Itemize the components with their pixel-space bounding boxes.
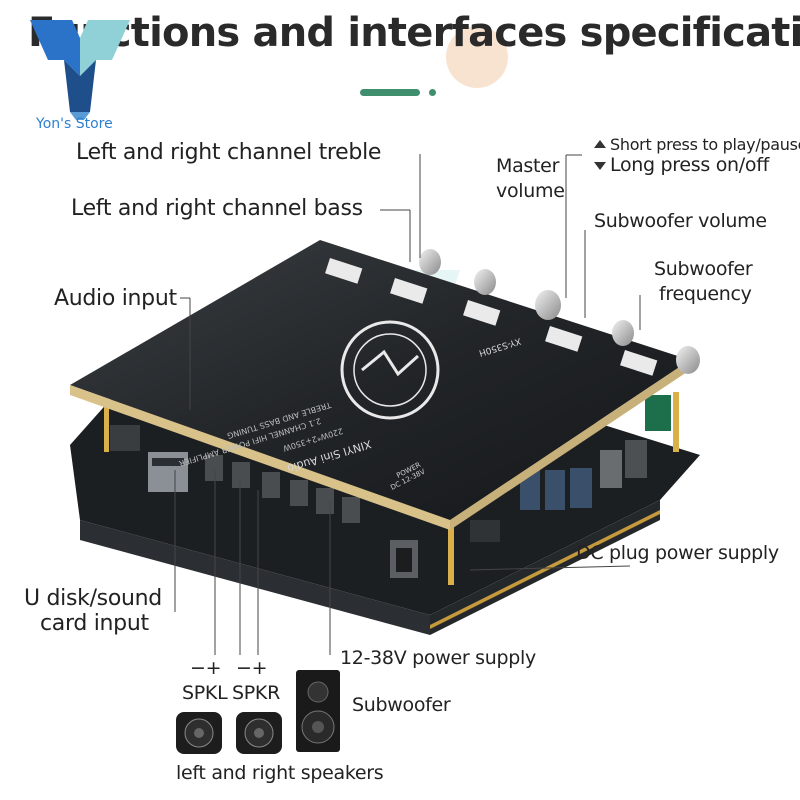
spkr-polarity-label: −+ (236, 657, 268, 679)
spkr-label: SPKR (232, 682, 280, 704)
top-pcb: XINYI Sini Audio 2.1 CHANNEL HIFI POWER … (70, 240, 690, 530)
long-press-label: Long press on/off (610, 154, 769, 176)
control-knobs (419, 249, 700, 374)
bass-label: Left and right channel bass (71, 196, 363, 221)
subwoofer-label: Subwoofer (352, 694, 451, 716)
speakers-label: left and right speakers (176, 762, 384, 784)
udisk-label-2: card input (40, 611, 149, 636)
subwoofer-frequency-label-1: Subwoofer (654, 258, 753, 280)
spkl-polarity-label: −+ (190, 657, 222, 679)
short-press-label: Short press to play/pause (610, 135, 800, 154)
title-underline-dot (429, 89, 436, 96)
left-speaker-icon (176, 712, 222, 754)
dc-plug-label: DC plug power supply (576, 542, 779, 564)
master-volume-label-1: Master (496, 155, 560, 177)
power-supply-label: 12-38V power supply (340, 647, 536, 669)
right-speaker-icon (236, 712, 282, 754)
store-name: Yon's Store (36, 116, 113, 132)
store-logo-icon (30, 20, 130, 120)
spkl-label: SPKL (182, 682, 228, 704)
subwoofer-speaker-icon (296, 670, 340, 752)
treble-label: Left and right channel treble (76, 140, 382, 165)
master-volume-label-2: volume (496, 180, 565, 202)
leader-lines (174, 154, 641, 655)
audio-input-label: Audio input (54, 286, 177, 311)
subwoofer-volume-label: Subwoofer volume (594, 210, 767, 232)
page-title: Functions and interfaces specification (28, 10, 800, 56)
pcb-components (104, 392, 679, 585)
subwoofer-frequency-label-2: frequency (659, 283, 752, 305)
decorative-bubble (446, 26, 508, 88)
up-down-arrow-icon (594, 140, 606, 170)
udisk-label-1: U disk/sound (24, 586, 162, 611)
title-underline-bar (360, 89, 420, 96)
